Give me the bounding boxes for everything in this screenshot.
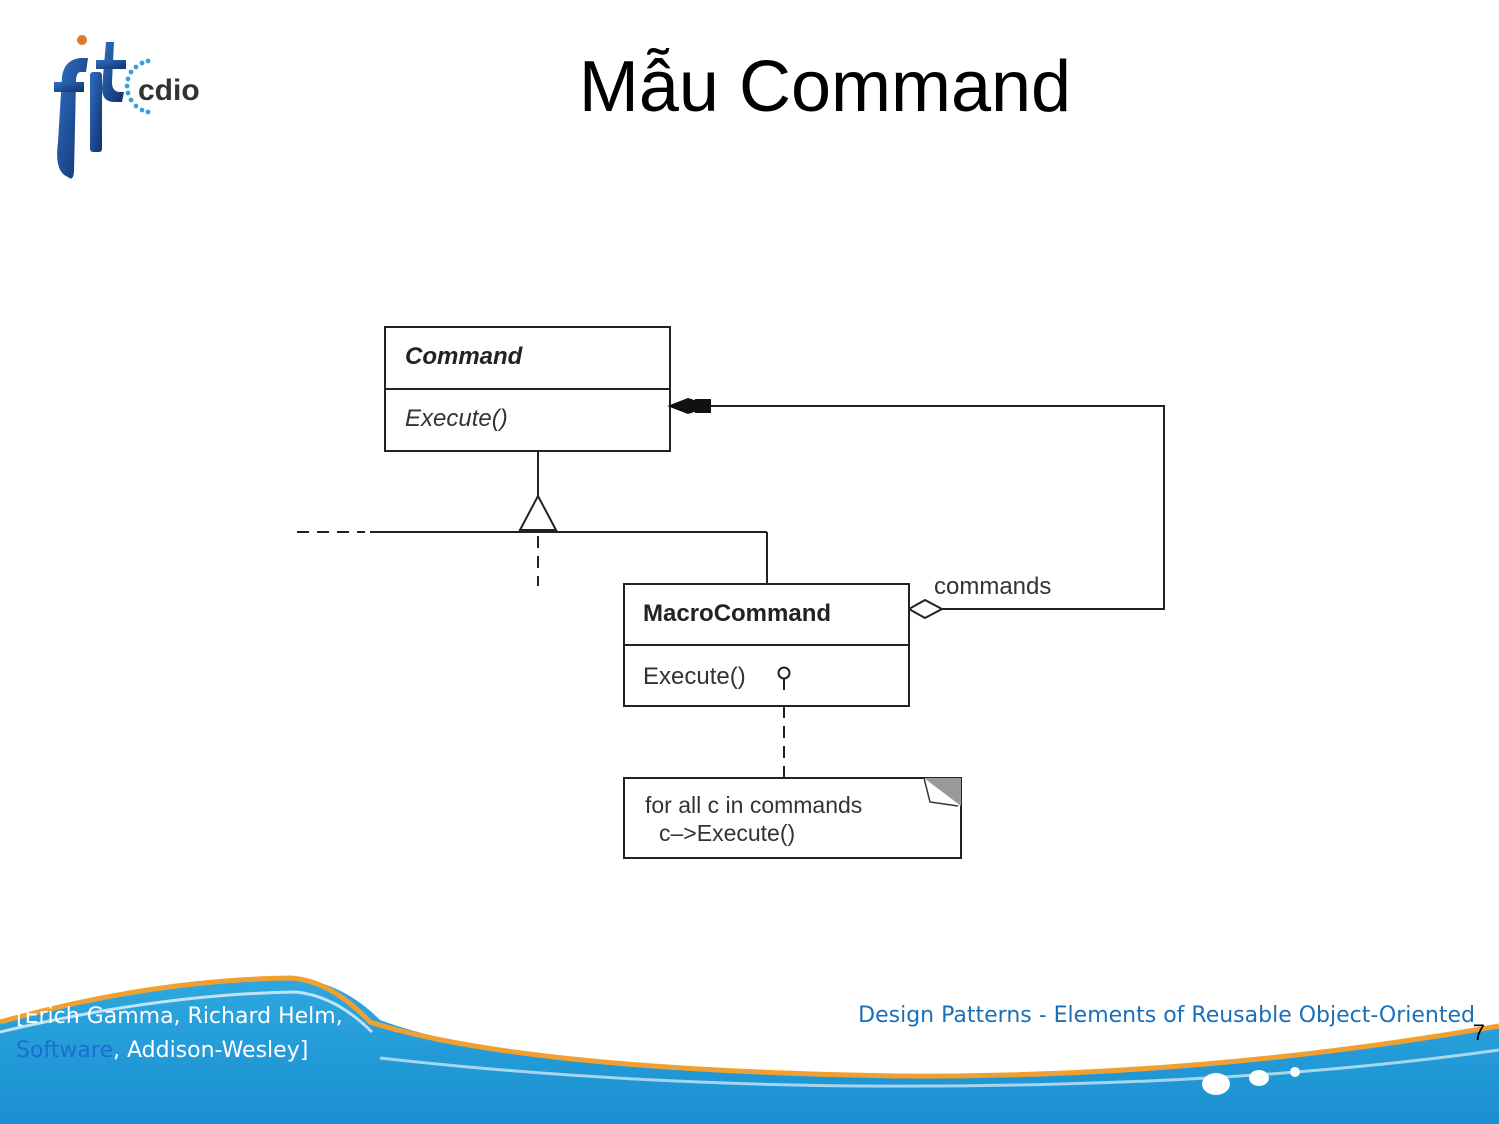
commands-association [667, 397, 1165, 620]
logo-text: cdio [138, 74, 200, 107]
footer-wave [0, 975, 1499, 1124]
command-operation: Execute() [405, 405, 508, 432]
command-class-name: Command [405, 343, 524, 370]
macrocommand-operation: Execute() [643, 663, 746, 690]
note: for all c in commands c–>Execute() [623, 777, 962, 859]
footer-citation-left: [Erich Gamma, Richard Helm, Software, Ad… [16, 1000, 416, 1068]
slide-title: Mẫu Command [578, 47, 1072, 127]
note-line1: for all c in commands [645, 792, 862, 818]
fit-cdio-logo: cdio [54, 35, 200, 179]
inheritance-lines [297, 451, 768, 586]
cdio-dots [124, 58, 151, 115]
macrocommand-class-name: MacroCommand [643, 600, 831, 627]
note-line2: c–>Execute() [659, 820, 795, 846]
command-class: Command Execute() [384, 326, 671, 452]
footer-citation-right: Design Patterns - Elements of Reusable O… [858, 1003, 1475, 1028]
commands-label: commands [934, 573, 1051, 600]
macrocommand-class: MacroCommand Execute() [623, 583, 910, 707]
page-number: 7 [1472, 1020, 1485, 1045]
citation-line1: [Erich Gamma, Richard Helm, [16, 1004, 343, 1029]
citation-publisher: , Addison-Wesley] [112, 1038, 309, 1063]
citation-software: Software [16, 1038, 113, 1063]
